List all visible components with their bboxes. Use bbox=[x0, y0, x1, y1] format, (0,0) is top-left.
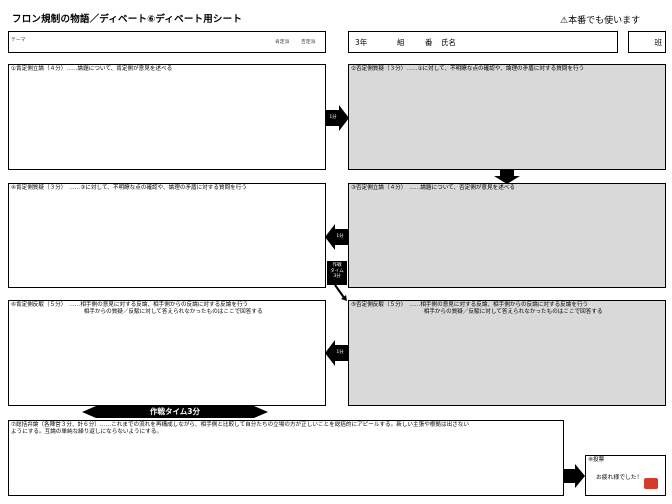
section-4-label: ④肯定側質疑（３分） ……③に対して、不明瞭な点の確認や、論理の矛盾に対する質問… bbox=[11, 185, 247, 191]
page-title: フロン規制の物語／ディベート⑥ディベート用シート bbox=[12, 14, 243, 25]
strategy-time-badge bbox=[327, 261, 347, 285]
section-1-box[interactable]: ①肯定側立論（４分）……論題について、肯定側が意見を述べる bbox=[8, 64, 326, 170]
student-info-field[interactable]: 3年 組 番 氏名 bbox=[348, 31, 618, 53]
class-label: 組 bbox=[397, 38, 405, 47]
arrow-down-icon bbox=[494, 170, 520, 184]
section-1-label: ①肯定側立論（４分）……論題について、肯定側が意見を述べる bbox=[11, 66, 173, 72]
arrow-2-time: 1分 bbox=[336, 234, 344, 239]
strategy-banner-shape bbox=[82, 406, 268, 418]
diagonal-arrow-icon bbox=[334, 284, 347, 301]
section-2-label: ②否定側質疑（３分）……①に対して、不明瞭な点の確認や、論理の矛盾に対する質問を… bbox=[351, 66, 585, 72]
section-4-box[interactable]: ④肯定側質疑（３分） ……③に対して、不明瞭な点の確認や、論理の矛盾に対する質問… bbox=[8, 183, 326, 288]
side-a-label: 肯定派 bbox=[275, 40, 290, 45]
section-3-box[interactable]: ③否定側立論（４分） ……論題について、否定側が意見を述べる bbox=[348, 183, 666, 288]
section-7-box[interactable]: ⑦総括弁論（各陣営３分、計６分）……これまでの流れを再構成しながら、相手側と比較… bbox=[8, 420, 564, 496]
strategy-banner-label: 作戦タイム3分 bbox=[149, 407, 201, 416]
section-5-box[interactable]: ⑤否定側反駁（５分） ……相手側の意見に対する反論、相手側からの反論に対する反論… bbox=[348, 300, 666, 406]
mascot-badge-icon bbox=[644, 478, 658, 489]
closing-message: お疲れ様でした！ bbox=[596, 475, 643, 481]
section-6-label: ⑥肯定側反駁（５分） ……相手側の意見に対する反論、相手側からの反論に対する反論… bbox=[11, 302, 263, 315]
usage-note: ⚠本番でも使います bbox=[560, 16, 641, 26]
number-label: 番 bbox=[425, 38, 433, 47]
topic-hint: テーマ bbox=[11, 38, 26, 43]
section-8-box[interactable]: ⑧投票 お疲れ様でした！ bbox=[585, 455, 666, 496]
arrow-right-icon bbox=[325, 105, 349, 131]
arrow-1-time: 1分 bbox=[329, 115, 337, 120]
name-label: 氏名 bbox=[441, 38, 456, 47]
section-3-label: ③否定側立論（４分） ……論題について、否定側が意見を述べる bbox=[351, 185, 515, 191]
arrow-3-time: 作戦 タイム 3分 bbox=[330, 263, 344, 279]
arrow-right-icon bbox=[563, 464, 585, 488]
arrow-4-time: 1分 bbox=[336, 350, 344, 355]
section-2-box[interactable]: ②否定側質疑（３分）……①に対して、不明瞭な点の確認や、論理の矛盾に対する質問を… bbox=[348, 64, 666, 170]
topic-field[interactable]: テーマ 肯定派 否定派 bbox=[8, 31, 326, 53]
team-label: 班 bbox=[654, 38, 663, 47]
side-b-label: 否定派 bbox=[301, 40, 316, 45]
section-7-label: ⑦総括弁論（各陣営３分、計６分）……これまでの流れを再構成しながら、相手側と比較… bbox=[11, 422, 469, 435]
arrow-left-icon bbox=[325, 340, 349, 366]
section-8-label: ⑧投票 bbox=[588, 457, 605, 463]
section-6-box[interactable]: ⑥肯定側反駁（５分） ……相手側の意見に対する反論、相手側からの反論に対する反論… bbox=[8, 300, 326, 406]
team-field[interactable]: 班 bbox=[628, 31, 666, 53]
grade-label: 3年 bbox=[355, 38, 368, 47]
section-5-label: ⑤否定側反駁（５分） ……相手側の意見に対する反論、相手側からの反論に対する反論… bbox=[351, 302, 603, 315]
arrow-left-icon bbox=[325, 224, 349, 250]
